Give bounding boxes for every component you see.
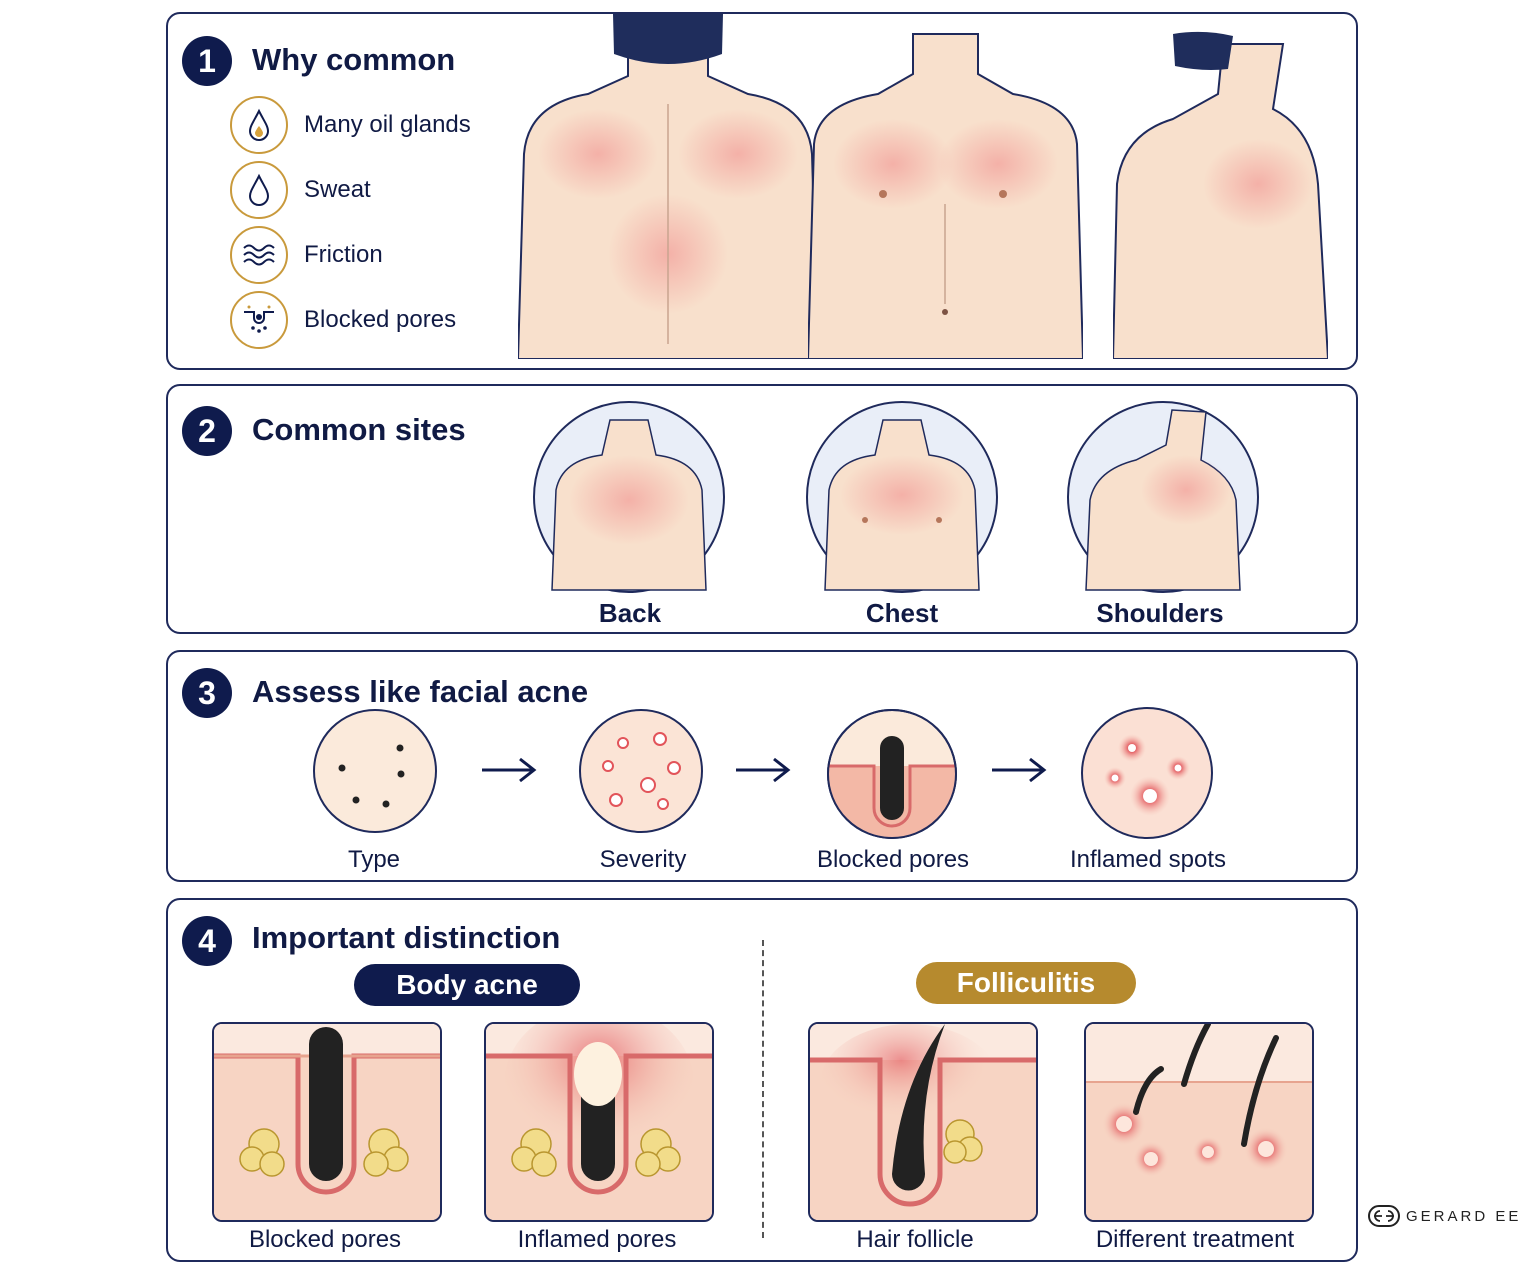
step-badge-3: 3 (182, 668, 232, 718)
panel-common-sites: 2 Common sites Back Chest Shoulders (166, 384, 1358, 634)
reason-oil-glands: Many oil glands (230, 96, 471, 154)
panel-title: Important distinction (252, 920, 561, 955)
oil-drop-icon (230, 96, 288, 154)
step-badge-1: 1 (182, 36, 232, 86)
friction-waves-icon (230, 226, 288, 284)
reason-label: Sweat (304, 176, 371, 203)
site-label-back: Back (598, 598, 662, 628)
inflamed-spots-illustration (1081, 707, 1213, 839)
step-label-blocked-pores: Blocked pores (816, 846, 970, 873)
shoulders-site-illustration (1067, 401, 1259, 593)
blocked-pore-illustration (827, 709, 957, 839)
folliculitis-pill: Folliculitis (916, 962, 1136, 1004)
reason-sweat: Sweat (230, 161, 371, 219)
right-arrow-icon (482, 757, 537, 783)
back-site-illustration (533, 401, 725, 593)
blocked-pore-icon (230, 291, 288, 349)
back-torso-illustration (518, 14, 818, 359)
right-arrow-icon (992, 757, 1047, 783)
panel-why-common: 1 Why common Many oil glands Sweat Frict… (166, 12, 1358, 370)
brand-watermark: GERARD EE (1368, 1205, 1521, 1227)
panel-assess: 3 Assess like facial acne Type Severity … (166, 650, 1358, 882)
shoulder-side-illustration (1113, 31, 1328, 359)
step-badge-4: 4 (182, 916, 232, 966)
type-comedones-illustration (313, 709, 437, 833)
reason-friction: Friction (230, 226, 383, 284)
card-label-different-treatment: Different treatment (1095, 1226, 1295, 1253)
card-blocked-pores (212, 1022, 442, 1222)
step-label-type: Type (347, 846, 401, 873)
site-label-chest: Chest (865, 598, 939, 628)
chest-site-illustration (806, 401, 998, 593)
severity-illustration (579, 709, 703, 833)
step-badge-2: 2 (182, 406, 232, 456)
reason-label: Many oil glands (304, 111, 471, 138)
panel-title: Why common (252, 42, 456, 77)
step-label-severity: Severity (599, 846, 687, 873)
card-different-treatment (1084, 1022, 1314, 1222)
site-label-shoulders: Shoulders (1096, 598, 1224, 628)
brand-name: GERARD EE (1406, 1207, 1522, 1225)
ge-logo-icon (1368, 1205, 1400, 1227)
card-label-blocked-pores: Blocked pores (248, 1226, 402, 1253)
reason-label: Friction (304, 241, 383, 268)
reason-blocked-pores: Blocked pores (230, 291, 456, 349)
panel-distinction: 4 Important distinction Body acne Follic… (166, 898, 1358, 1262)
chest-torso-illustration (808, 33, 1083, 359)
panel-title: Assess like facial acne (252, 674, 589, 709)
panel-title: Common sites (252, 412, 466, 447)
card-label-hair-follicle: Hair follicle (856, 1226, 974, 1253)
divider (762, 940, 764, 1238)
water-drop-icon (230, 161, 288, 219)
body-acne-pill: Body acne (354, 964, 580, 1006)
card-hair-follicle (808, 1022, 1038, 1222)
right-arrow-icon (736, 757, 791, 783)
reason-label: Blocked pores (304, 306, 457, 333)
card-label-inflamed-pores: Inflamed pores (517, 1226, 677, 1253)
card-inflamed-pores (484, 1022, 714, 1222)
step-label-inflamed-spots: Inflamed spots (1069, 846, 1227, 873)
